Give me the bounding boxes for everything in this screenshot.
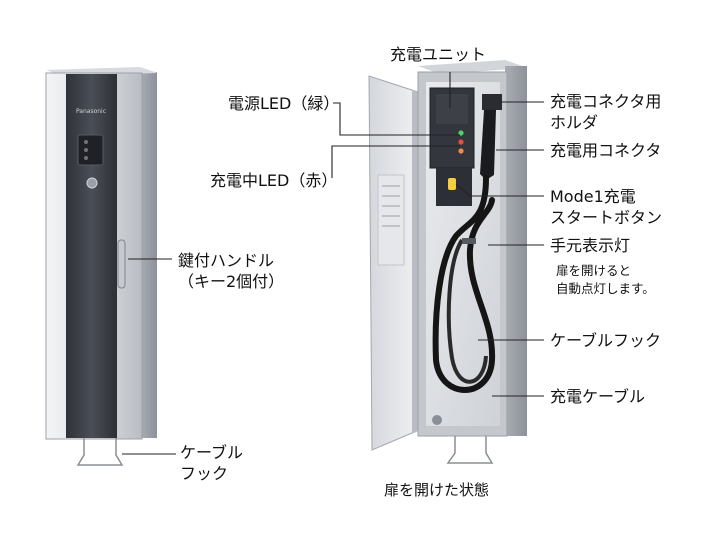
label-lock-handle: 鍵付ハンドル （キー2個付） — [178, 251, 285, 291]
label-hand-light: 手元表示灯 — [550, 236, 631, 255]
label-connector-holder: 充電コネクタ用 ホルダ — [550, 92, 662, 132]
lock-handle — [117, 239, 126, 289]
status-indicator — [84, 140, 88, 144]
charge-connector — [480, 110, 496, 180]
connector-holder — [482, 94, 502, 110]
mode1-start-button — [448, 178, 456, 190]
leader-line-charging-led — [331, 145, 460, 178]
label-charge-cable: 充電ケーブル — [550, 387, 646, 406]
cable-hook-wire — [76, 438, 124, 466]
caption-door-open: 扉を開けた状態 — [384, 481, 490, 499]
cable-hook — [462, 238, 476, 244]
open-charger-cabinet — [368, 60, 528, 464]
leader-line-power-led — [333, 102, 460, 136]
cabinet-side-panel — [140, 72, 157, 438]
label-cable-hook-right: ケーブルフック — [550, 331, 662, 350]
status-indicator — [84, 148, 88, 152]
charge-unit-face — [436, 94, 468, 124]
charge-cable — [432, 175, 496, 393]
front-dark-panel — [66, 74, 117, 438]
cable-socket — [432, 415, 442, 425]
status-window — [77, 134, 104, 166]
cabinet-side-panel — [505, 66, 527, 436]
label-mode1-start: Mode1充電 スタートボタン — [550, 187, 663, 227]
label-charge-unit: 充電ユニット — [390, 45, 487, 64]
label-cable-hook-left: ケーブル フック — [180, 443, 244, 483]
cable-hook-wire — [446, 436, 494, 464]
label-charging-led: 充電中LED（赤） — [210, 171, 338, 190]
label-hand-light-note: 扉を開けると 自動点灯します。 — [556, 263, 655, 296]
status-indicator — [84, 156, 88, 160]
lock-keyhole-icon — [86, 177, 98, 189]
leader-lines — [122, 72, 544, 455]
cabinet-top — [418, 60, 528, 74]
door-label-sticker — [377, 174, 405, 266]
power-led-indicator — [458, 130, 464, 136]
brand-logo: Panasonic — [76, 108, 106, 115]
led-indicator — [458, 148, 464, 154]
closed-charger-cabinet: Panasonic — [45, 67, 158, 466]
label-charge-connector: 充電用コネクタ — [550, 141, 662, 160]
charging-led-indicator — [458, 139, 464, 145]
cable-coil — [446, 238, 488, 384]
leader-line-mode1 — [455, 183, 544, 197]
label-power-led: 電源LED（緑） — [228, 94, 340, 113]
